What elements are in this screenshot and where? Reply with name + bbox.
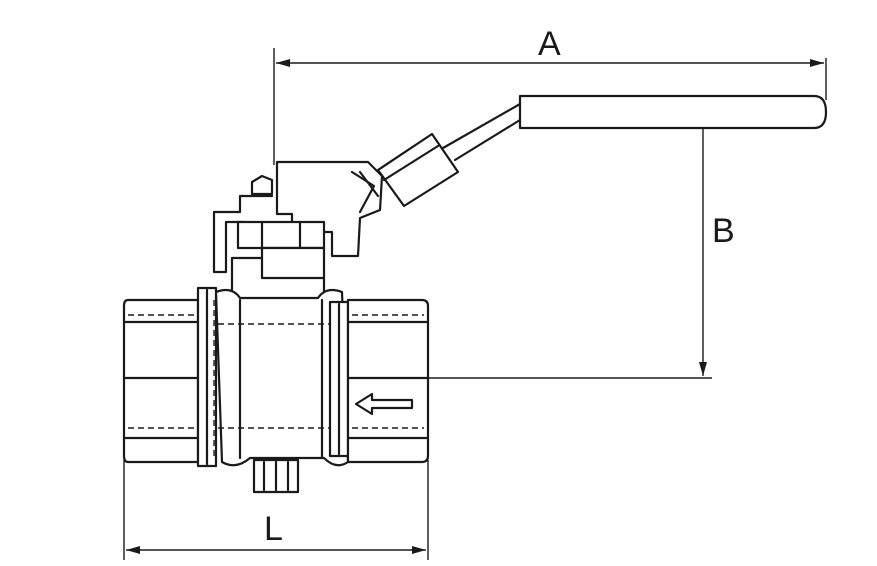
lever-arm-bottom: [453, 118, 522, 162]
dimension-l-label: L: [264, 510, 283, 548]
dimension-b: B: [428, 96, 735, 379]
dimension-l: L: [123, 460, 429, 560]
lever-arm-top: [441, 102, 522, 150]
dimension-a-arrow-right: [810, 59, 824, 67]
dimension-l-arrow-left: [126, 546, 140, 554]
stem-assembly: [212, 174, 326, 294]
lever-head-slot-inner: [358, 170, 380, 198]
lever-handle: [275, 94, 828, 258]
lever-sleeve: [376, 132, 460, 208]
stem-gland: [260, 246, 326, 280]
lever-sleeve-inner: [382, 144, 440, 182]
left-end-connector: [122, 298, 200, 464]
stem-top-nut: [250, 174, 274, 196]
dimension-b-label: B: [712, 212, 735, 250]
lever-head: [275, 160, 384, 258]
body-neck: [230, 256, 326, 294]
valve-body: [122, 286, 430, 494]
lever-head-slot: [350, 170, 376, 214]
dimension-b-arrow-bottom: [699, 362, 707, 376]
right-end-connector: [346, 298, 430, 464]
locking-bracket: [212, 194, 274, 274]
stem-nut: [236, 220, 326, 250]
dimension-a-arrow-left: [276, 59, 290, 67]
central-body: [214, 288, 350, 467]
dimension-a-label: A: [538, 25, 561, 63]
lever-grip: [518, 94, 828, 130]
dimension-l-arrow-right: [412, 546, 426, 554]
flow-arrow-icon: [354, 392, 414, 416]
dimension-a: A: [273, 25, 827, 165]
